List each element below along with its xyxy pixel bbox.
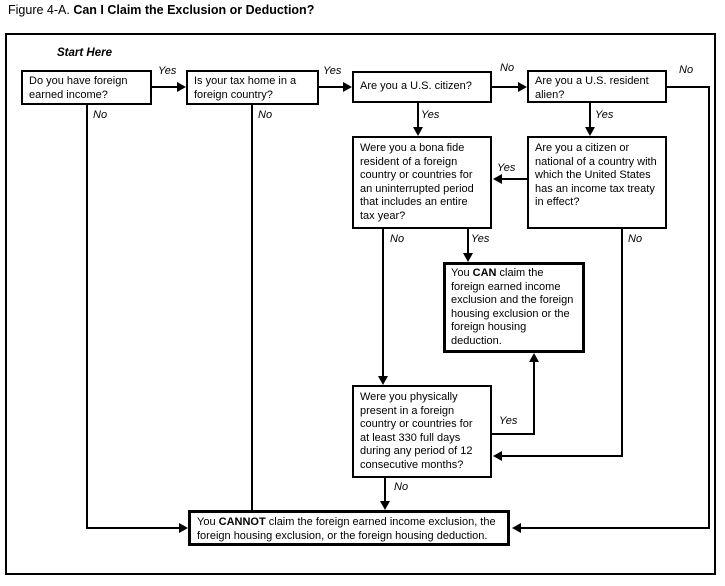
cannot-claim-pre: You: [197, 516, 216, 528]
cannot-claim-post: claim the foreign earned income exclusio…: [197, 516, 496, 542]
arrowhead-down-icon: [463, 253, 473, 262]
connector-line: [621, 229, 623, 457]
cannot-claim-keyword: CANNOT: [218, 516, 266, 528]
connector-line: [152, 86, 178, 88]
arrowhead-up-icon: [529, 353, 539, 362]
box-physical-presence-question: Were you physically present in a foreign…: [352, 385, 492, 478]
box-us-citizen-question: Are you a U.S. citizen?: [352, 71, 492, 103]
no-label: No: [92, 109, 109, 121]
arrowhead-left-icon: [493, 174, 502, 184]
connector-line: [382, 229, 384, 378]
arrowhead-down-icon: [413, 127, 423, 136]
yes-label: Yes: [322, 65, 343, 77]
arrowhead-down-icon: [380, 501, 390, 510]
connector-line: [86, 105, 88, 529]
yes-label: Yes: [594, 109, 615, 121]
connector-line: [667, 86, 710, 88]
box-treaty-question: Are you a citizen or national of a count…: [527, 136, 667, 229]
no-label: No: [257, 109, 274, 121]
connector-line: [417, 103, 419, 131]
no-label: No: [678, 64, 695, 76]
yes-label: Yes: [420, 109, 441, 121]
box-tax-home-question: Is your tax home in a foreign country?: [186, 70, 319, 105]
yes-label: Yes: [498, 415, 519, 427]
connector-line: [708, 86, 710, 529]
figure-number: Figure 4-A.: [8, 3, 70, 17]
arrowhead-left-icon: [512, 523, 521, 533]
connector-line: [502, 178, 528, 180]
yes-label: Yes: [470, 233, 491, 245]
arrowhead-down-icon: [585, 127, 595, 136]
arrowhead-right-icon: [343, 82, 352, 92]
yes-label: Yes: [496, 162, 517, 174]
connector-line: [533, 362, 535, 435]
connector-line: [467, 229, 469, 254]
box-can-claim-result: You CAN claim the foreign earned income …: [443, 262, 585, 353]
box-cannot-claim-result: You CANNOT claim the foreign earned inco…: [188, 510, 510, 546]
can-claim-post: claim the foreign earned income exclusio…: [451, 267, 574, 347]
yes-label: Yes: [157, 65, 178, 77]
no-label: No: [499, 62, 516, 74]
arrowhead-left-icon: [493, 451, 502, 461]
connector-line: [86, 527, 180, 529]
no-label: No: [627, 233, 644, 245]
connector-line: [589, 103, 591, 131]
box-resident-alien-question: Are you a U.S. resident alien?: [527, 70, 667, 103]
connector-line: [251, 105, 253, 510]
arrowhead-right-icon: [179, 523, 188, 533]
connector-line: [521, 527, 709, 529]
flowchart-frame: [5, 33, 716, 575]
arrowhead-right-icon: [177, 82, 186, 92]
connector-line: [319, 86, 344, 88]
start-here-label: Start Here: [57, 47, 112, 59]
box-bona-fide-question: Were you a bona fide resident of a forei…: [352, 136, 492, 229]
arrowhead-down-icon: [378, 376, 388, 385]
connector-line: [492, 86, 519, 88]
arrowhead-right-icon: [518, 82, 527, 92]
figure-title: Figure 4-A. Can I Claim the Exclusion or…: [8, 3, 314, 17]
box-foreign-income-question: Do you have foreign earned income?: [21, 70, 152, 105]
can-claim-pre: You: [451, 267, 470, 279]
can-claim-keyword: CAN: [472, 267, 497, 279]
no-label: No: [389, 233, 406, 245]
connector-line: [492, 433, 535, 435]
no-label: No: [393, 481, 410, 493]
figure-title-text: Can I Claim the Exclusion or Deduction?: [73, 3, 315, 17]
connector-line: [501, 455, 623, 457]
connector-line: [384, 478, 386, 504]
